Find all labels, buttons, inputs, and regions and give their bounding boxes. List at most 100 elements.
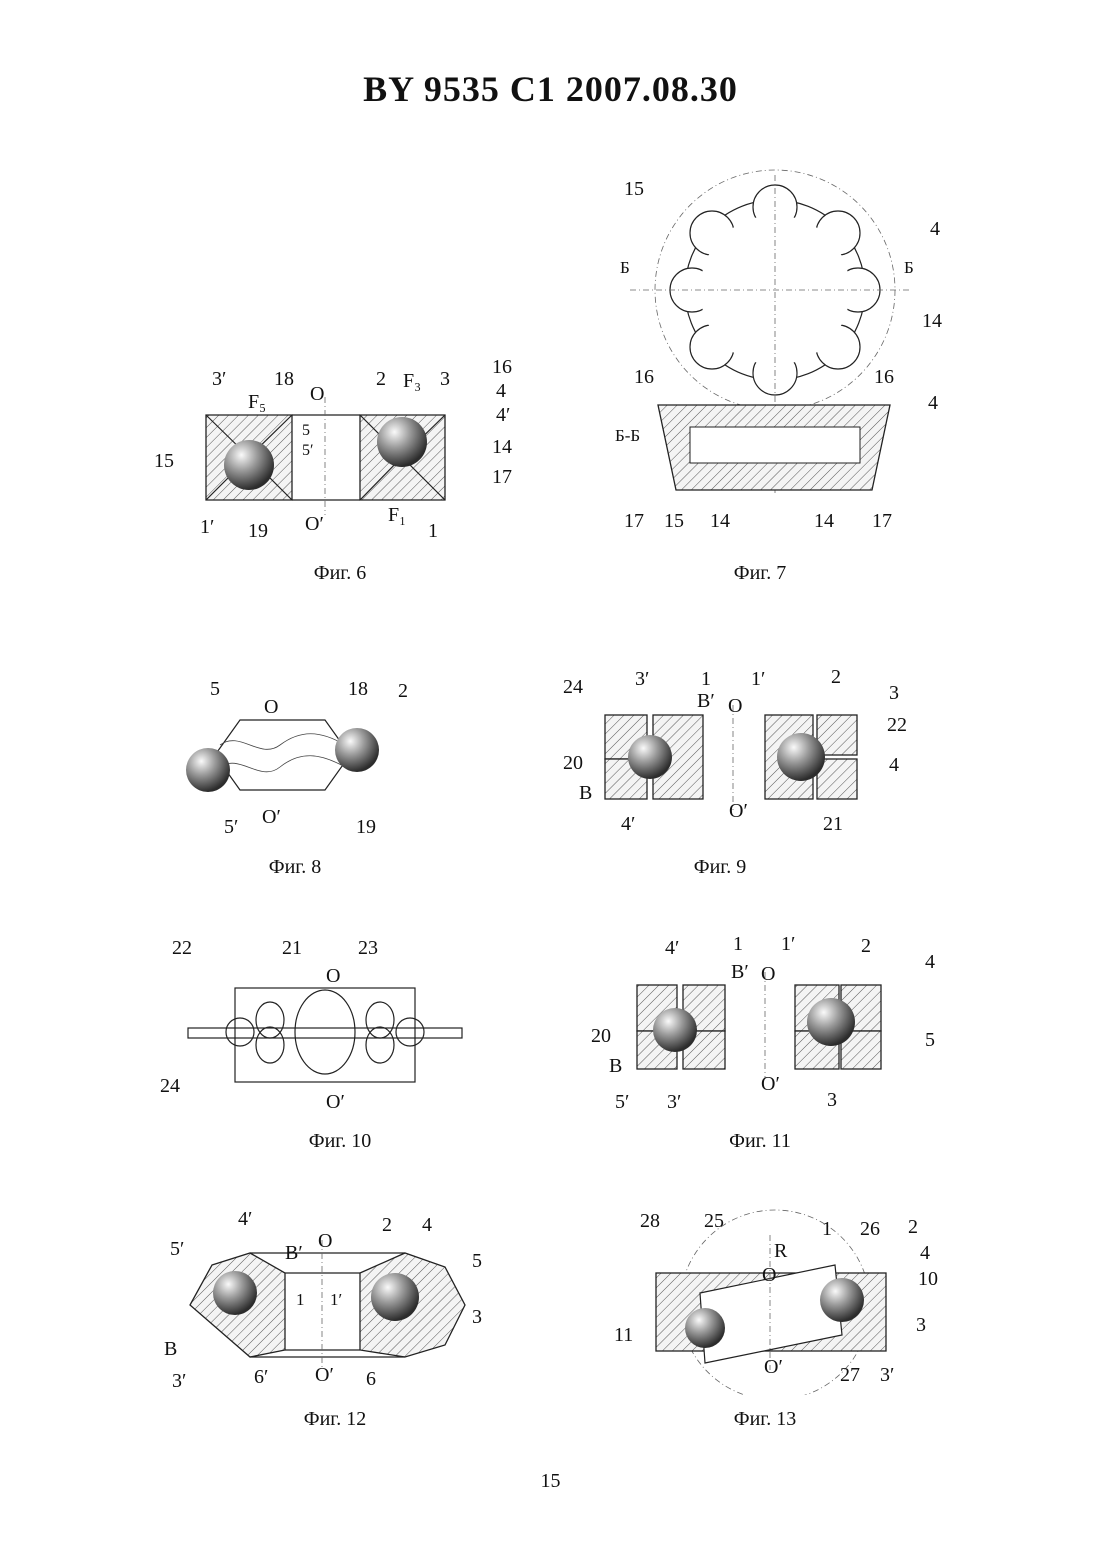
label: 3 <box>472 1306 482 1328</box>
label: O <box>310 383 324 405</box>
label: 10 <box>918 1268 938 1290</box>
figure-12-caption: Фиг. 12 <box>235 1408 435 1431</box>
label: 14 <box>814 510 834 532</box>
label: 3 <box>827 1089 837 1111</box>
label: 2 <box>382 1214 392 1236</box>
label: B′ <box>285 1242 303 1264</box>
label: Б-Б <box>615 426 640 445</box>
label: 21 <box>282 937 302 959</box>
label: 4 <box>889 754 899 776</box>
page-number: 15 <box>0 1470 1101 1493</box>
label: 5 <box>472 1250 482 1272</box>
label: O <box>728 695 742 717</box>
label: R <box>774 1240 788 1262</box>
label: Б <box>620 258 630 277</box>
label: 15 <box>664 510 684 532</box>
figure-8: 5 O 18 2 5′ O′ 19 <box>180 675 420 840</box>
figure-11-caption: Фиг. 11 <box>660 1130 860 1153</box>
label: 3′ <box>172 1370 186 1392</box>
label: 5′ <box>615 1091 629 1113</box>
label: B′ <box>697 690 715 712</box>
label: 3 <box>889 682 899 704</box>
label: 4′ <box>238 1208 252 1230</box>
label: 16 <box>634 366 654 388</box>
label: F₁ <box>388 504 406 526</box>
label: 1′ <box>751 668 765 690</box>
label: 24 <box>160 1075 180 1097</box>
label: 1 <box>822 1218 832 1240</box>
label: O <box>318 1230 332 1252</box>
label: 3′ <box>880 1364 894 1386</box>
label: 22 <box>172 937 192 959</box>
label: 3′ <box>212 368 226 390</box>
label: 3′ <box>635 668 649 690</box>
label: B′ <box>731 961 749 983</box>
label: 3′ <box>667 1091 681 1113</box>
label: 1′ <box>200 516 214 538</box>
label: 26 <box>860 1218 880 1240</box>
label: 4′ <box>665 937 679 959</box>
label: O′ <box>315 1364 334 1386</box>
label: 19 <box>356 816 376 838</box>
label: 4′ <box>621 813 635 835</box>
label: 1′ <box>330 1290 342 1309</box>
figure-6-caption: Фиг. 6 <box>240 562 440 585</box>
document-header: BY 9535 C1 2007.08.30 <box>0 68 1101 110</box>
label: 1 <box>296 1290 305 1309</box>
figure-7: 15 4 Б Б 14 16 16 4 Б-Б 17 15 14 14 17 <box>610 165 960 545</box>
figure-9-caption: Фиг. 9 <box>620 856 820 879</box>
label: 3 <box>440 368 450 390</box>
label: 4 <box>928 392 938 414</box>
label: O′ <box>761 1073 780 1095</box>
label: O′ <box>729 800 748 822</box>
label: 4 <box>422 1214 432 1236</box>
label: 2 <box>398 680 408 702</box>
label: Б <box>904 258 914 277</box>
label: 4 <box>496 380 506 402</box>
label: 17 <box>492 466 512 488</box>
label: 1′ <box>781 933 795 955</box>
label: 4 <box>925 951 935 973</box>
label: O <box>762 1264 776 1286</box>
label: 5 <box>302 422 310 439</box>
label: 23 <box>358 937 378 959</box>
label: 4 <box>920 1242 930 1264</box>
label: O <box>326 965 340 987</box>
figure-13: 28 25 1 26 2 R 4 O 10 11 3 O′ 27 3′ <box>610 1205 950 1395</box>
figure-13-caption: Фиг. 13 <box>665 1408 865 1431</box>
label: 16 <box>492 356 512 378</box>
label: 20 <box>563 752 583 774</box>
figure-10-caption: Фиг. 10 <box>240 1130 440 1153</box>
label: 2 <box>908 1216 918 1238</box>
label: 15 <box>624 178 644 200</box>
figure-12: 4′ 2 4 5′ B′ O 5 1 1′ 3 B 3′ 6′ O′ 6 <box>160 1205 490 1395</box>
label: 28 <box>640 1210 660 1232</box>
label: 24 <box>563 676 583 698</box>
label: O′ <box>326 1091 345 1113</box>
figure-6: 3′ 18 O 2 F₃ 3 16 F₅ 5 5′ 4 4′ 15 14 17 … <box>140 355 530 550</box>
label: 1 <box>733 933 743 955</box>
figure-11: 4′ 1 1′ 2 4 B′ O 20 5 B 5′ 3′ O′ 3 <box>585 930 945 1115</box>
label: 2 <box>831 666 841 688</box>
label: 6′ <box>254 1366 268 1388</box>
label: B <box>609 1055 622 1077</box>
label: B <box>579 782 592 804</box>
label: 22 <box>887 714 907 736</box>
label: 15 <box>154 450 174 472</box>
figure-8-caption: Фиг. 8 <box>195 856 395 879</box>
label: B <box>164 1338 177 1360</box>
label: O′ <box>764 1356 783 1378</box>
label: 17 <box>872 510 892 532</box>
label: 5 <box>925 1029 935 1051</box>
label: 14 <box>710 510 730 532</box>
label: 2 <box>376 368 386 390</box>
label: F₃ <box>403 370 421 392</box>
label: 5′ <box>224 816 238 838</box>
label: 18 <box>348 678 368 700</box>
label: 5 <box>210 678 220 700</box>
label: 2 <box>861 935 871 957</box>
label: 25 <box>704 1210 724 1232</box>
label: 19 <box>248 520 268 542</box>
label: 1 <box>701 668 711 690</box>
label: 5′ <box>302 442 314 459</box>
